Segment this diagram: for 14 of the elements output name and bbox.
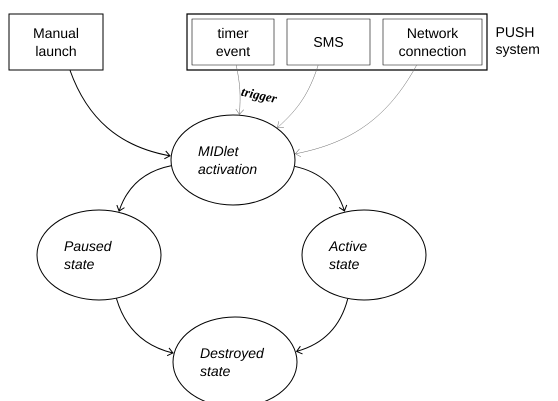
event-box: Network connection <box>382 18 482 66</box>
arrow <box>295 65 417 158</box>
process-box: Manual launch <box>8 14 104 70</box>
arrow <box>294 166 348 212</box>
arrow <box>116 298 174 356</box>
event-box: timer event <box>192 18 274 66</box>
arrow <box>236 65 244 115</box>
arrow <box>70 70 171 160</box>
event-box: SMS <box>286 18 370 66</box>
arrow <box>277 65 318 128</box>
arrow <box>296 298 348 354</box>
group-label: PUSH system <box>496 27 539 57</box>
edge-label: trigger <box>241 88 278 103</box>
arrow <box>116 165 172 212</box>
